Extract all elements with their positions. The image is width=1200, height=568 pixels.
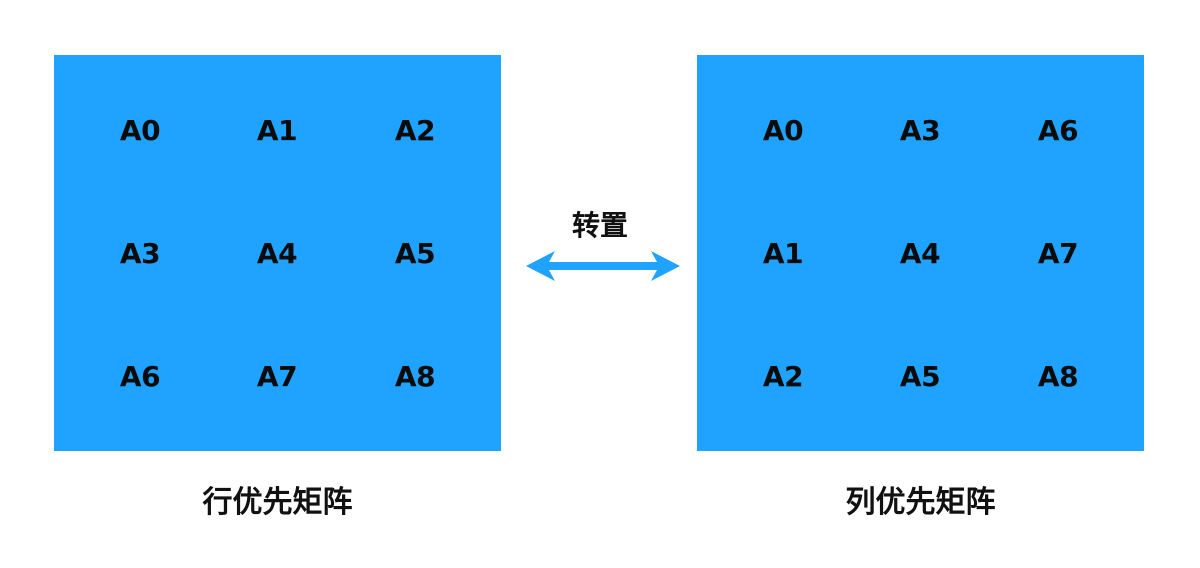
matrix-cell: A1 — [256, 114, 298, 147]
matrix-cell: A5 — [899, 360, 941, 393]
column-major-caption: 列优先矩阵 — [845, 485, 996, 520]
matrix-cell: A8 — [1037, 360, 1079, 393]
matrix-cell: A7 — [256, 360, 298, 393]
column-major-matrix: A0 A3 A6 A1 A4 A7 A2 A5 A8 — [697, 55, 1144, 451]
row-major-caption: 行优先矩阵 — [202, 485, 353, 520]
matrix-cell: A5 — [394, 237, 436, 270]
matrix-cell: A3 — [899, 114, 941, 147]
matrix-cell: A3 — [119, 237, 161, 270]
matrix-cell: A4 — [256, 237, 298, 270]
matrix-cell: A7 — [1037, 237, 1079, 270]
matrix-cell: A0 — [762, 114, 804, 147]
row-major-matrix: A0 A1 A2 A3 A4 A5 A6 A7 A8 — [54, 55, 501, 451]
matrix-cell: A1 — [762, 237, 804, 270]
matrix-cell: A4 — [899, 237, 941, 270]
matrix-cell: A6 — [119, 360, 161, 393]
transpose-label: 转置 — [571, 209, 628, 242]
matrix-cell: A2 — [394, 114, 436, 147]
double-arrow-icon — [526, 251, 680, 281]
double-arrow-shape — [526, 251, 680, 281]
matrix-cell: A8 — [394, 360, 436, 393]
matrix-cell: A6 — [1037, 114, 1079, 147]
matrix-cell: A2 — [762, 360, 804, 393]
matrix-cell: A0 — [119, 114, 161, 147]
